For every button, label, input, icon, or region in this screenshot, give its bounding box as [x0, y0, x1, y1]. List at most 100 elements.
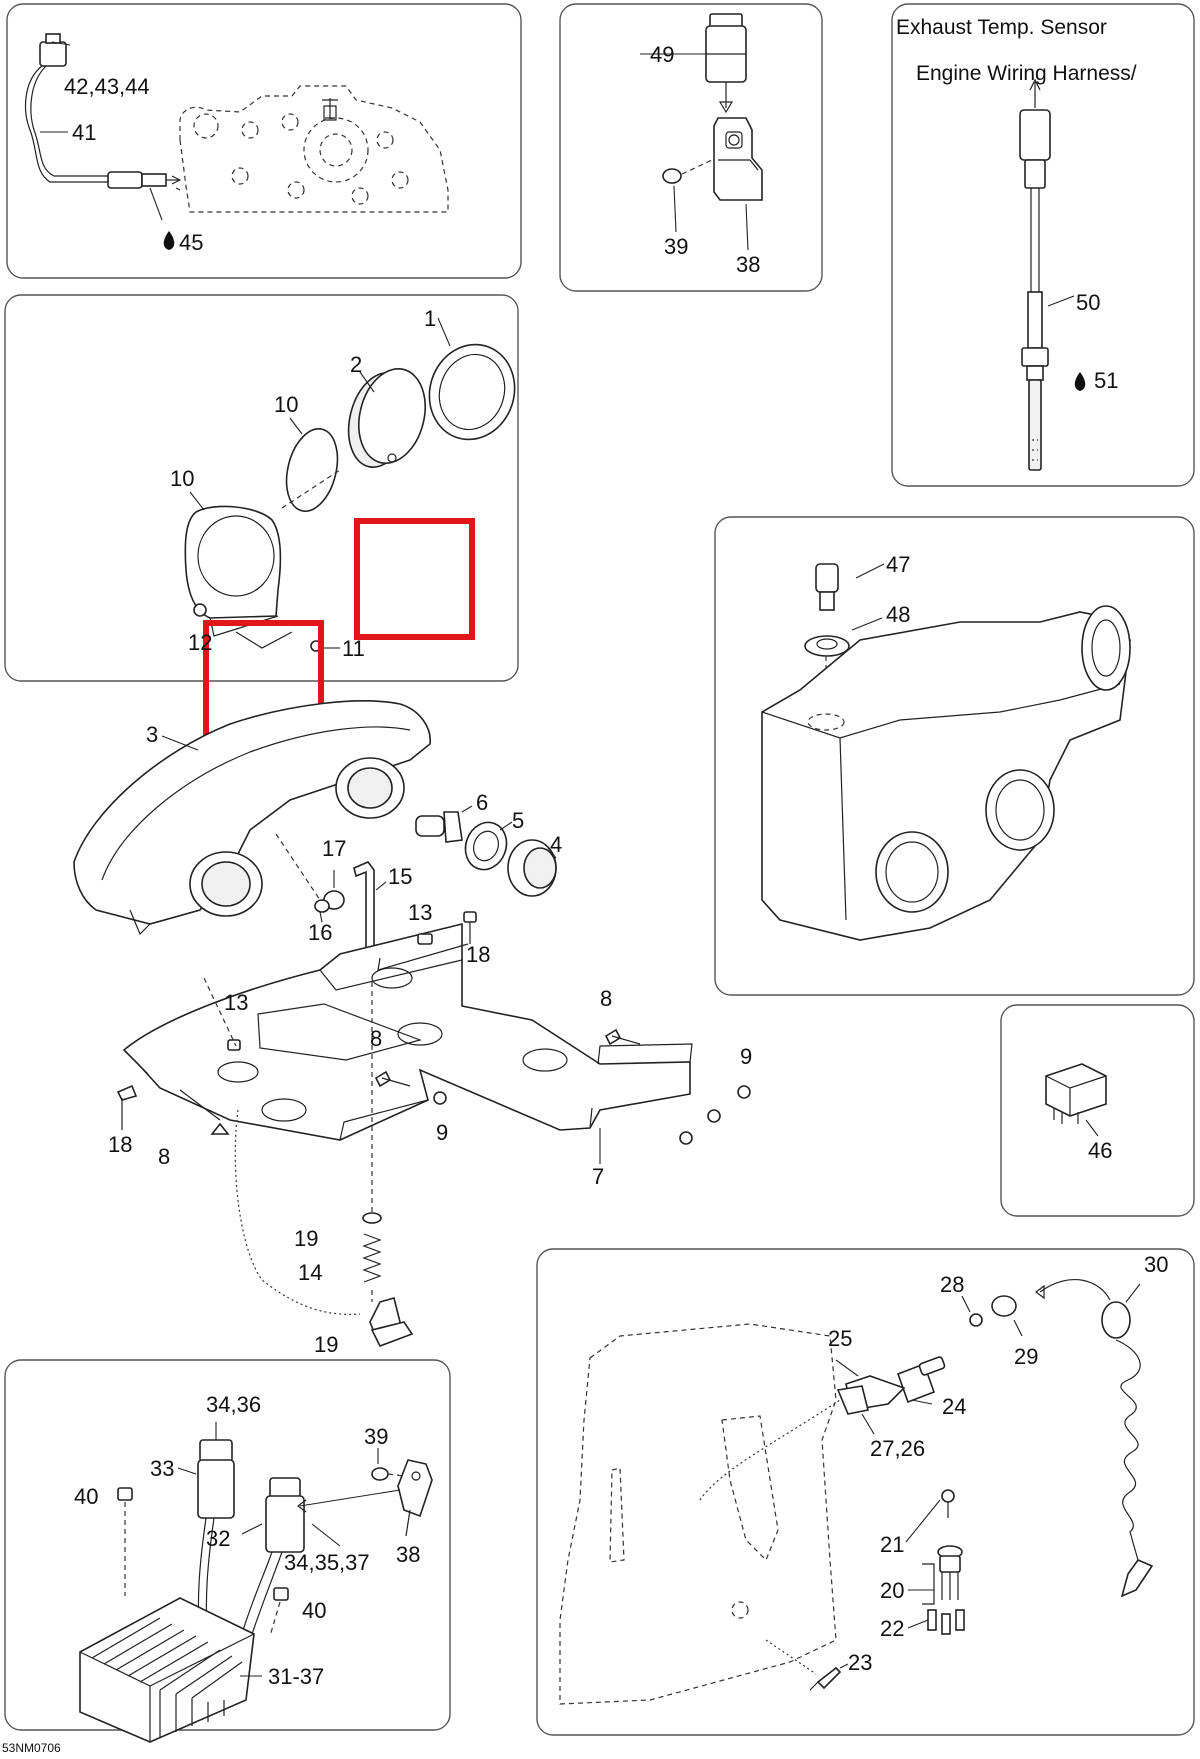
exhaust-temp-sensor-41 [24, 33, 182, 221]
callout-20: 20 [880, 1578, 904, 1603]
panel-exhaust-temp-sensor [891, 3, 1195, 487]
switch-24-25 [835, 1356, 946, 1435]
headlight-housing-3 [73, 700, 431, 936]
exhaust-temp-sensor-50 [1019, 78, 1075, 471]
callout-4: 4 [550, 832, 562, 857]
callout-33: 33 [150, 1456, 174, 1481]
callout-46: 46 [1088, 1138, 1112, 1163]
highlight-box-right [354, 518, 475, 640]
callout-40: 40 [74, 1484, 98, 1509]
callout-40: 40 [302, 1598, 326, 1623]
callout-41: 41 [72, 120, 96, 145]
bracket-38b [297, 1459, 433, 1537]
callout-34-35-37: 34,35,37 [284, 1550, 370, 1575]
callout-50: 50 [1076, 290, 1100, 315]
callout-10: 10 [274, 392, 298, 417]
callout-8: 8 [600, 986, 612, 1011]
callout-7: 7 [592, 1164, 604, 1189]
callout-19: 19 [314, 1332, 338, 1357]
callout-24: 24 [942, 1394, 966, 1419]
connector-33-32 [177, 1422, 235, 1641]
diagram-code: 53NM0706 [2, 1741, 61, 1755]
screw-39b [371, 1448, 405, 1481]
callout-13: 13 [408, 900, 432, 925]
ring-1 [428, 317, 516, 441]
regulator-31-37 [79, 1597, 262, 1743]
callout-47: 47 [886, 552, 910, 577]
oil-drop-icon [1074, 372, 1086, 391]
callout-11: 11 [342, 636, 365, 661]
callout-14: 14 [298, 1260, 322, 1285]
bracket-7 [122, 922, 693, 1164]
panel-relay [1000, 1004, 1195, 1217]
panel-title-line2: Engine Wiring Harness/ [916, 62, 1137, 85]
screw-39a [662, 159, 713, 233]
relay-46 [1045, 1063, 1107, 1137]
pin-23 [765, 1639, 849, 1691]
oil-drop-icon [163, 231, 175, 250]
callout-2: 2 [350, 352, 362, 377]
callout-5: 5 [512, 808, 524, 833]
callout-48: 48 [886, 602, 910, 627]
dash-panel [559, 1323, 841, 1705]
callout-13: 13 [224, 990, 248, 1015]
callout-23: 23 [848, 1650, 872, 1675]
switch-20-21-22 [905, 1489, 965, 1635]
callout-29: 29 [1014, 1344, 1038, 1369]
callout-31-37: 31-37 [268, 1664, 324, 1689]
callout-19: 19 [294, 1226, 318, 1251]
callout-38: 38 [736, 252, 760, 277]
callout-51: 51 [1094, 368, 1118, 393]
bolt-40 [117, 1487, 289, 1637]
spring-14 [362, 982, 382, 1302]
callout-32: 32 [206, 1526, 230, 1551]
callout-22: 22 [880, 1616, 904, 1641]
callout-17: 17 [322, 836, 346, 861]
callout-21: 21 [880, 1532, 904, 1557]
fasteners-bracket [116, 911, 751, 1145]
callout-28: 28 [940, 1272, 964, 1297]
engine-head-outline [179, 85, 449, 213]
callout-18: 18 [108, 1132, 132, 1157]
airbox-housing [761, 605, 1131, 941]
boot-4 [507, 839, 557, 897]
callout-38: 38 [396, 1542, 420, 1567]
callout-34-36: 34,36 [206, 1392, 261, 1417]
bracket-38 [713, 117, 763, 251]
knob-19 [234, 1109, 414, 1348]
grommet-48 [804, 617, 883, 712]
callout-8: 8 [370, 1026, 382, 1051]
panel-title-line1: Exhaust Temp. Sensor [896, 16, 1107, 39]
connector-34-35-37 [239, 1477, 341, 1641]
callout-1: 1 [424, 306, 436, 331]
callout-16: 16 [308, 920, 332, 945]
callout-39: 39 [364, 1424, 388, 1449]
callout-9: 9 [436, 1120, 448, 1145]
tether-cord-30 [1035, 1278, 1154, 1598]
grommet-17-16 [275, 833, 345, 923]
cap-2 [347, 367, 426, 468]
temp-sensor-47 [815, 563, 885, 611]
gasket-10 [184, 469, 341, 637]
callout-3: 3 [146, 722, 158, 747]
nut-28-29 [961, 1295, 1023, 1337]
panel-dash-switches [536, 1248, 1195, 1736]
bulb-6 [415, 805, 473, 843]
callout-10: 10 [170, 466, 194, 491]
callout-12: 12 [188, 630, 212, 655]
callout-27-26: 27,26 [870, 1436, 925, 1461]
panel-exhaust-temp-sensor-engine [6, 3, 522, 279]
callout-18: 18 [466, 942, 490, 967]
callout-49: 49 [650, 42, 674, 67]
callout-6: 6 [476, 790, 488, 815]
callout-42-43-44: 42,43,44 [64, 74, 150, 99]
callout-25: 25 [828, 1326, 852, 1351]
callout-9: 9 [740, 1044, 752, 1069]
callout-8: 8 [158, 1144, 170, 1169]
callout-45: 45 [179, 230, 203, 255]
callout-30: 30 [1144, 1252, 1168, 1277]
retainer-5 [464, 821, 513, 871]
callout-39: 39 [664, 234, 688, 259]
panel-connector-bracket [559, 3, 823, 292]
